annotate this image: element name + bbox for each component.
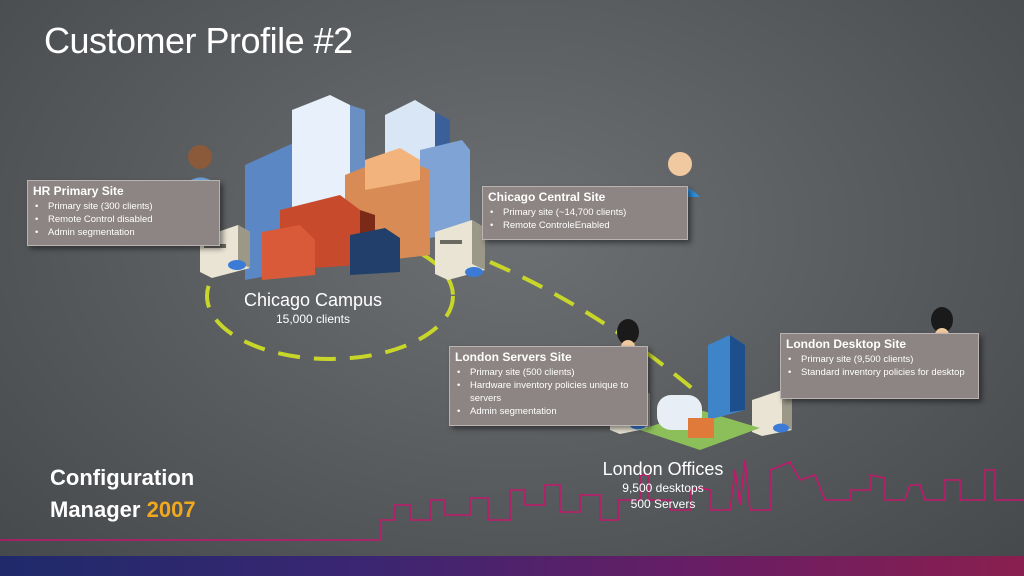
server-icon-london-desktop	[752, 390, 792, 436]
london-desktop-bullet: Standard inventory policies for desktop	[786, 366, 972, 379]
london-servers-bullet: Primary site (500 clients)	[455, 366, 641, 379]
chicago-central-bullet: Primary site (~14,700 clients)	[488, 206, 681, 219]
server-icon-chicago-central	[435, 220, 485, 280]
chicago-name: Chicago Campus	[243, 290, 383, 310]
london-servers-bullet: Admin segmentation	[455, 405, 641, 418]
london-detail-desktops: 9,500 desktops	[622, 481, 704, 495]
hr-site-bullet: Remote Control disabled	[33, 213, 213, 226]
london-office-icon	[640, 335, 760, 450]
chicago-detail: 15,000 clients	[275, 312, 351, 326]
london-location-label: London Offices 9,500 desktops 500 Server…	[578, 459, 748, 512]
wan-link	[489, 260, 702, 397]
london-desktop-bullet: Primary site (9,500 clients)	[786, 353, 972, 366]
london-name: London Offices	[602, 459, 724, 479]
slide-title: Customer Profile #2	[44, 20, 353, 61]
london-servers-bullet: Hardware inventory policies unique to se…	[455, 379, 641, 405]
product-year: 2007	[146, 497, 196, 522]
hr-site-bullet: Admin segmentation	[33, 226, 213, 239]
chicago-central-bullet: Remote ControleEnabled	[488, 219, 681, 232]
london-detail-servers: 500 Servers	[630, 497, 696, 511]
london-skyline	[0, 459, 1024, 541]
chicago-city-icon	[245, 95, 470, 280]
london-servers-heading: London Servers Site	[455, 350, 572, 364]
product-name: Configuration Manager 2007	[50, 462, 196, 526]
hr-site-heading: HR Primary Site	[33, 184, 124, 198]
chicago-central-heading: Chicago Central Site	[488, 190, 606, 204]
hr-site-bullet: Primary site (300 clients)	[33, 200, 213, 213]
london-desktop-callout: London Desktop Site Primary site (9,500 …	[780, 333, 979, 399]
hr-site-callout: HR Primary Site Primary site (300 client…	[27, 180, 220, 246]
london-desktop-heading: London Desktop Site	[786, 337, 906, 351]
chicago-central-callout: Chicago Central Site Primary site (~14,7…	[482, 186, 688, 240]
chicago-location-label: Chicago Campus 15,000 clients	[228, 290, 398, 327]
product-line1: Configuration	[50, 465, 195, 490]
product-line2: Manager	[50, 497, 141, 522]
bottom-gradient-bar	[0, 556, 1024, 576]
london-servers-callout: London Servers Site Primary site (500 cl…	[449, 346, 648, 426]
